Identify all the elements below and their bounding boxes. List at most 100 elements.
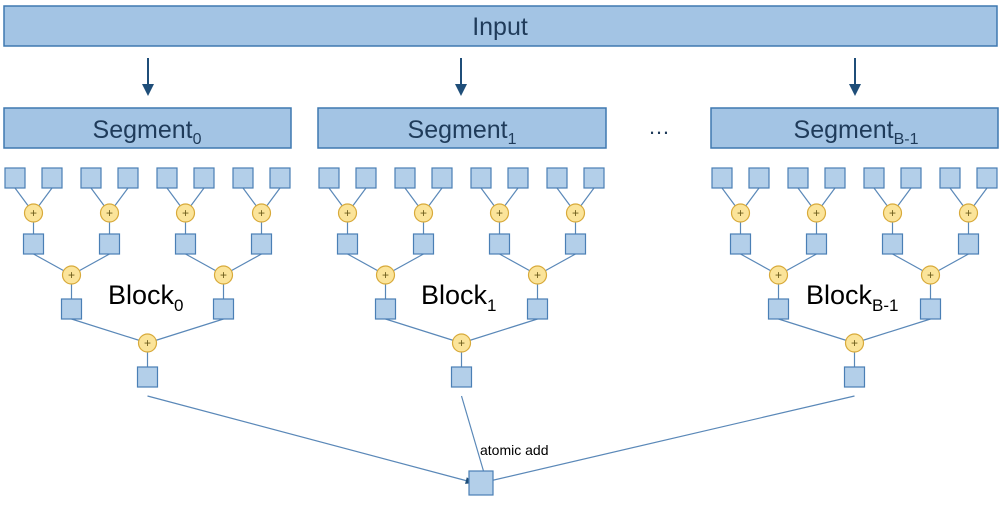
block-label-last: BlockB-1 (806, 280, 899, 315)
block-result-box (843, 366, 866, 388)
plus-icon: + (220, 268, 227, 282)
plus-circle (451, 333, 472, 353)
add-node: + (489, 203, 510, 223)
plus-circle (61, 265, 82, 285)
leaf-box (117, 167, 139, 189)
leaf-box (470, 167, 492, 189)
plus-icon: + (775, 268, 782, 282)
segment-bar-0 (3, 107, 292, 149)
plus-icon: + (851, 336, 858, 350)
leaf-box (711, 167, 733, 189)
partial-sum-box (526, 298, 549, 320)
leaf-box (583, 167, 605, 189)
plus-icon: + (965, 206, 972, 220)
plus-icon: + (182, 206, 189, 220)
plus-circle (920, 265, 941, 285)
plus-icon: + (258, 206, 265, 220)
block-label-0-sub: 0 (174, 296, 183, 315)
atomic-add-arrow (480, 395, 855, 484)
connector-lines (14, 187, 988, 484)
plus-icon: + (458, 336, 465, 350)
leaf-box (232, 167, 254, 189)
add-node: + (958, 203, 979, 223)
add-node: + (844, 333, 865, 353)
plus-circle (958, 203, 979, 223)
add-node: + (413, 203, 434, 223)
leaf-box (748, 167, 770, 189)
plus-icon: + (534, 268, 541, 282)
plus-icon: + (496, 206, 503, 220)
input-bar (3, 5, 998, 47)
add-node: + (451, 333, 472, 353)
leaf-box (156, 167, 178, 189)
block-label-1-base: Block (421, 280, 488, 310)
plus-circle (806, 203, 827, 223)
plus-circle (489, 203, 510, 223)
block-label-0-base: Block (108, 280, 175, 310)
add-node: + (527, 265, 548, 285)
plus-circle (337, 203, 358, 223)
leaf-box (394, 167, 416, 189)
add-node: + (213, 265, 234, 285)
block-label-last-sub: B-1 (872, 296, 898, 315)
plus-circle (213, 265, 234, 285)
segment-bar-last (710, 107, 999, 149)
partial-sum-box (250, 233, 273, 255)
add-node: + (61, 265, 82, 285)
plus-circle (99, 203, 120, 223)
partial-sum-box (919, 298, 942, 320)
plus-circle (527, 265, 548, 285)
leaf-box (863, 167, 885, 189)
input-label: Input (472, 13, 528, 41)
plus-icon: + (889, 206, 896, 220)
leaf-box (900, 167, 922, 189)
partial-sum-box (60, 298, 83, 320)
leaf-box (824, 167, 846, 189)
leaf-box (546, 167, 568, 189)
add-node: + (375, 265, 396, 285)
leaf-box (431, 167, 453, 189)
plus-circle (375, 265, 396, 285)
partial-sum-box (336, 233, 359, 255)
plus-circle (565, 203, 586, 223)
plus-icon: + (737, 206, 744, 220)
down-arrow-icon (142, 58, 154, 96)
segment-label-1-base: Segment (408, 116, 508, 144)
partial-sum-box (212, 298, 235, 320)
segment-label-0-sub: 0 (193, 131, 202, 148)
plus-circle (23, 203, 44, 223)
partial-sum-box (488, 233, 511, 255)
leaf-box (4, 167, 26, 189)
plus-circle (768, 265, 789, 285)
add-node: + (565, 203, 586, 223)
segment-label-last-base: Segment (794, 116, 894, 144)
atomic-add-target-box (468, 470, 494, 496)
leaf-box (269, 167, 291, 189)
segment-label-1-sub: 1 (508, 131, 517, 148)
add-node: + (251, 203, 272, 223)
atomic-add-label: atomic add (480, 442, 548, 458)
plus-icon: + (572, 206, 579, 220)
plus-icon: + (144, 336, 151, 350)
plus-circle (844, 333, 865, 353)
segment-bar-1 (317, 107, 607, 149)
add-node: + (730, 203, 751, 223)
leaf-box (355, 167, 377, 189)
plus-circle (251, 203, 272, 223)
tree-shapes: +++++++++++++++++++++ (4, 167, 998, 485)
plus-icon: + (813, 206, 820, 220)
partial-sum-box (564, 233, 587, 255)
partial-sum-box (98, 233, 121, 255)
leaf-box (939, 167, 961, 189)
plus-circle (413, 203, 434, 223)
block-label-1-sub: 1 (487, 296, 496, 315)
down-arrow-icon (849, 58, 861, 96)
add-node: + (23, 203, 44, 223)
partial-sum-box (957, 233, 980, 255)
add-node: + (768, 265, 789, 285)
partial-sum-box (412, 233, 435, 255)
plus-circle (137, 333, 158, 353)
partial-sum-box (881, 233, 904, 255)
leaf-box (976, 167, 998, 189)
block-label-last-base: Block (806, 280, 873, 310)
